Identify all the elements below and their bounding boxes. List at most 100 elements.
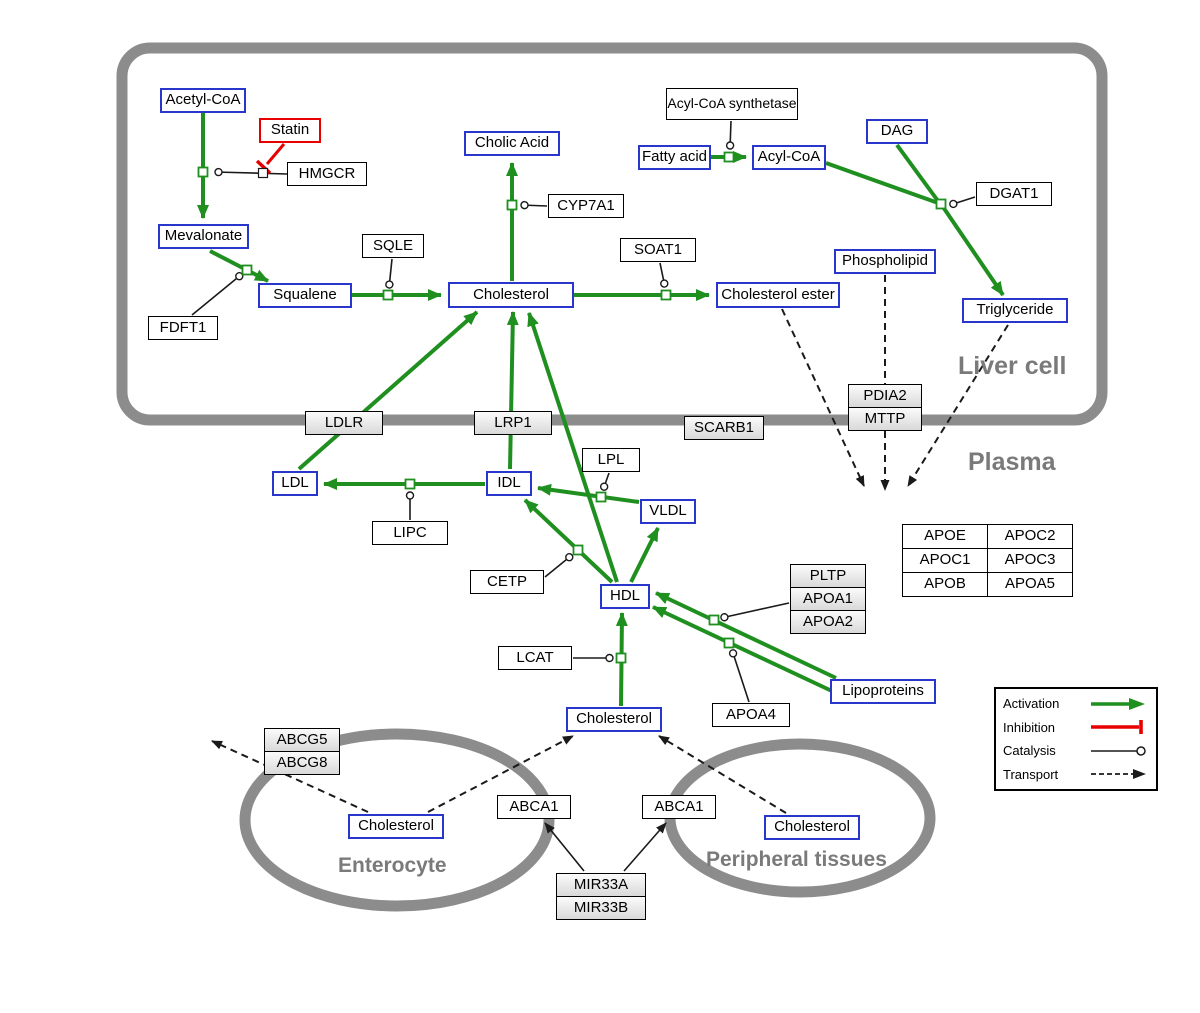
node-acetyl-coa[interactable]: Acetyl-CoA [160,88,246,113]
inhibition-anchor-square [257,167,269,179]
junction-square [660,289,672,301]
node-vldl[interactable]: VLDL [640,499,696,524]
node-hmgcr[interactable]: HMGCR [287,162,367,186]
edge-triglyceride-plasma [907,324,1009,487]
legend-inhibition-label: Inhibition [1003,719,1056,735]
activation-arrow-icon [1091,697,1145,710]
node-cholesterol-peripheral[interactable]: Cholesterol [764,815,860,840]
node-pdia2[interactable]: PDIA2 [848,384,922,408]
liver-cell-membrane [116,42,1108,426]
edge-peripheral-cholesterol-plasma [658,735,787,814]
node-dag[interactable]: DAG [866,119,928,144]
junction-square [382,289,394,301]
node-apoa1[interactable]: APOA1 [790,587,866,611]
node-cholesterol-ester[interactable]: Cholesterol ester [716,282,840,308]
node-soat1[interactable]: SOAT1 [620,238,696,262]
legend-row-inhibition: Inhibition [1003,716,1149,738]
node-cholesterol-enterocyte[interactable]: Cholesterol [348,814,444,839]
node-statin[interactable]: Statin [259,118,321,143]
node-apoc2[interactable]: APOC2 [987,524,1073,549]
node-abcg8[interactable]: ABCG8 [264,751,340,775]
node-cetp[interactable]: CETP [470,570,544,594]
node-squalene[interactable]: Squalene [258,283,352,308]
node-abca1-left[interactable]: ABCA1 [497,795,571,819]
transport-dashed-arrow-icon [1091,769,1146,780]
node-ldlr[interactable]: LDLR [305,411,383,435]
edge-mir33-abca1-right [623,822,667,872]
node-mttp[interactable]: MTTP [848,407,922,431]
catalysis-edges [191,120,976,703]
legend-activation-label: Activation [1003,696,1060,712]
node-cyp7a1[interactable]: CYP7A1 [548,194,624,218]
cat-apoa4 [728,649,750,703]
edge-statin-hmgcr [265,143,286,165]
cat-pltp-group [720,602,790,622]
node-apoc3[interactable]: APOC3 [987,548,1073,573]
node-cholesterol-plasma[interactable]: Cholesterol [566,707,662,732]
liver-cell-label: Liver cell [958,352,1067,380]
legend-row-catalysis: Catalysis [1003,740,1149,762]
node-triglyceride[interactable]: Triglyceride [962,298,1068,323]
node-mevalonate[interactable]: Mevalonate [158,224,249,249]
cat-sqle [385,258,394,289]
node-lpl[interactable]: LPL [582,448,640,472]
node-apoa5[interactable]: APOA5 [987,572,1073,597]
node-abca1-right[interactable]: ABCA1 [642,795,716,819]
junction-square [197,166,209,178]
junction-square [572,544,584,556]
node-lipc[interactable]: LIPC [372,521,448,545]
node-dgat1[interactable]: DGAT1 [976,182,1052,206]
edge-hdl-vldl [629,527,660,583]
activation-edges [197,113,1005,707]
transport-edges [211,275,1009,814]
cat-hmgcr [214,167,288,177]
node-fdft1[interactable]: FDFT1 [148,316,218,340]
edge-idl-cholesterol [506,311,519,470]
node-idl[interactable]: IDL [486,471,532,496]
legend-row-transport: Transport [1003,763,1149,785]
edge-ldl-cholesterol [297,310,479,471]
node-lcat[interactable]: LCAT [498,646,572,670]
junction-square [723,637,735,649]
node-scarb1[interactable]: SCARB1 [684,416,764,440]
junction-square [404,478,416,490]
edge-enterocyte-cholesterol-plasma [427,735,574,813]
node-mir33b[interactable]: MIR33B [556,896,646,920]
inhibition-tbar-icon [1091,720,1143,735]
node-cholic-acid[interactable]: Cholic Acid [464,131,560,156]
enterocyte-membrane [239,728,555,912]
junction-square [506,199,518,211]
node-phospholipid[interactable]: Phospholipid [834,249,936,274]
cat-cyp7a1 [520,200,548,210]
junction-square [708,614,720,626]
node-apoc1[interactable]: APOC1 [902,548,988,573]
node-apob[interactable]: APOB [902,572,988,597]
legend: Activation Inhibition Catalysis Transpor… [994,687,1158,791]
edge-hdl-idl [523,498,614,584]
node-abcg5[interactable]: ABCG5 [264,728,340,752]
node-pltp[interactable]: PLTP [790,564,866,588]
junction-square [241,264,253,276]
node-lipoproteins[interactable]: Lipoproteins [830,679,936,704]
node-hdl[interactable]: HDL [600,584,650,609]
node-sqle[interactable]: SQLE [362,234,424,258]
node-apoe[interactable]: APOE [902,524,988,549]
node-mir33a[interactable]: MIR33A [556,873,646,897]
node-cholesterol-liver[interactable]: Cholesterol [448,282,574,308]
node-fatty-acid[interactable]: Fatty acid [638,145,711,170]
edge-hdl-liver-cholesterol [527,312,619,583]
node-apoa2[interactable]: APOA2 [790,610,866,634]
node-acyl-coa[interactable]: Acyl-CoA [752,145,826,170]
junction-squares [197,151,947,664]
edge-lipoproteins-hdl-upper [655,591,837,680]
node-apoa4[interactable]: APOA4 [712,703,790,727]
node-lrp1[interactable]: LRP1 [474,411,552,435]
membranes [116,42,1108,912]
edge-dag-junction [895,143,940,203]
node-acyl-coa-synthetase[interactable]: Acyl-CoA synthetase [666,88,798,120]
node-ldl[interactable]: LDL [272,471,318,496]
plasma-label: Plasma [968,448,1056,476]
legend-transport-label: Transport [1003,766,1059,782]
